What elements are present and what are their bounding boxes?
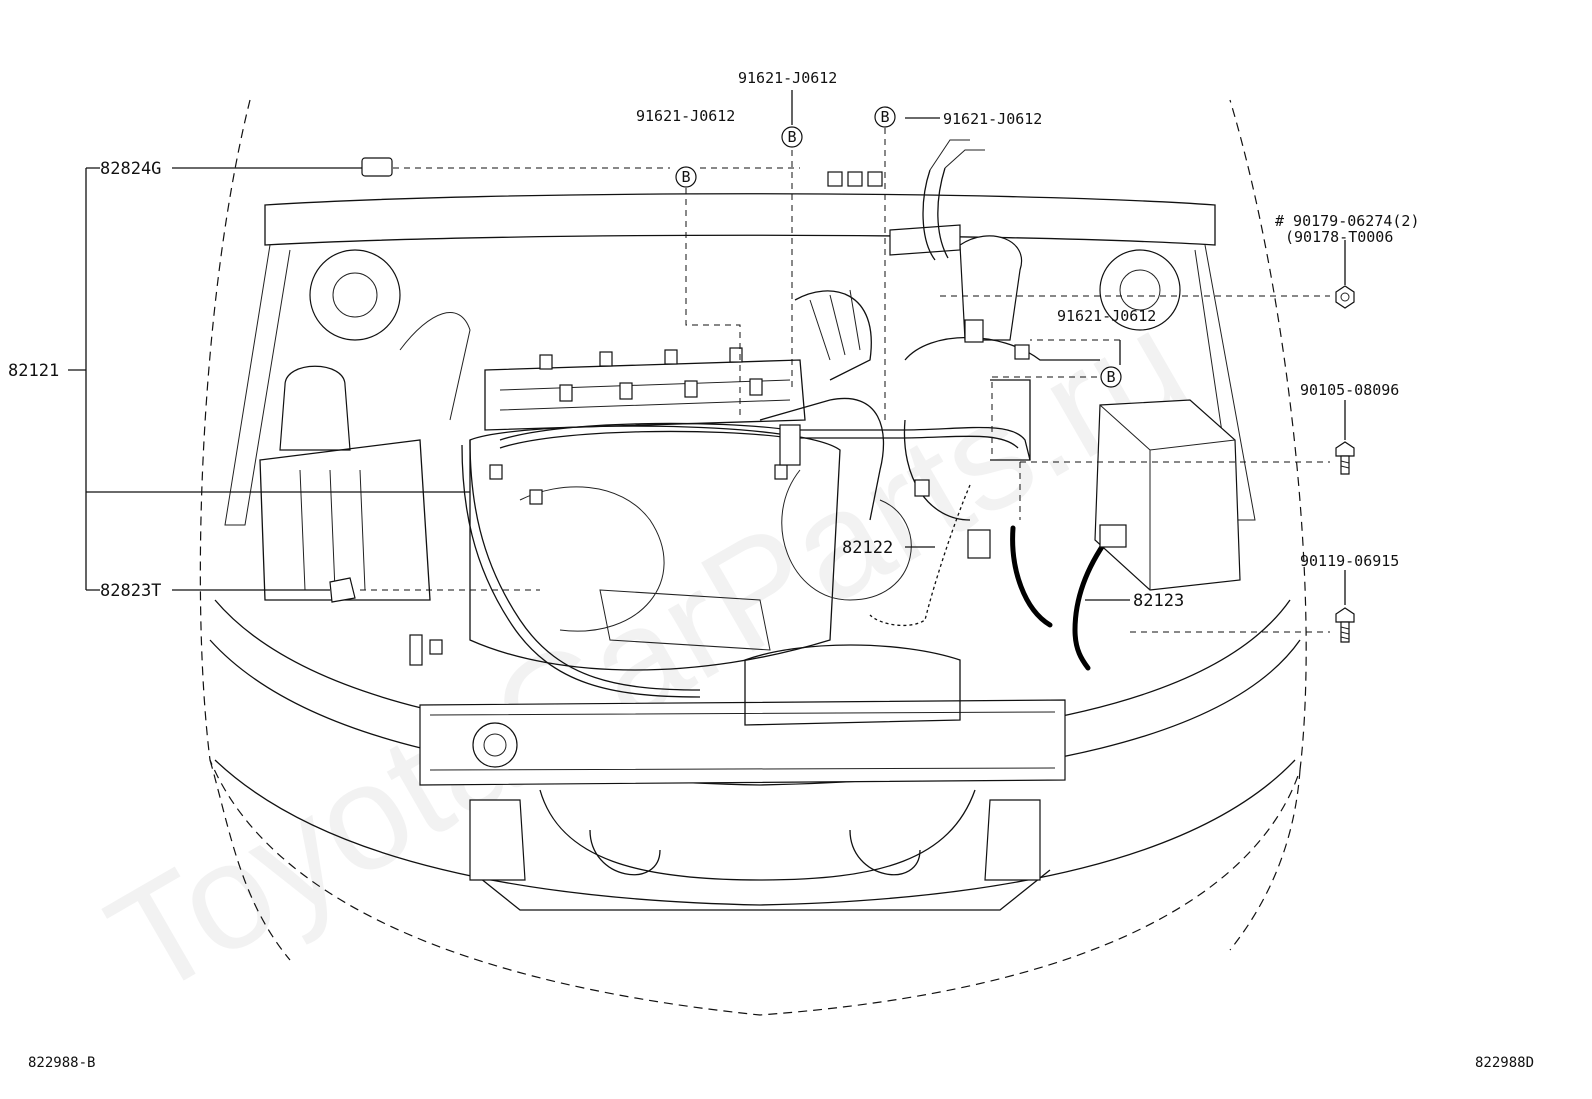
bolt-90105-icon (1335, 441, 1355, 475)
leader-lines (68, 90, 1346, 633)
svg-text:B: B (787, 128, 796, 146)
svg-text:B: B (681, 168, 690, 186)
left-strut-and-reservoir (259, 249, 471, 601)
callout-bubble-b-1: B (675, 166, 697, 188)
engine-block (469, 289, 961, 726)
label-91621-j0612-top: 91621-J0612 (738, 69, 837, 87)
callout-bubble-b-4: B (1100, 366, 1122, 388)
label-82123: 82123 (1133, 591, 1184, 611)
label-90178-t0006: (90178-T0006 (1285, 228, 1393, 246)
battery-and-fuse-box (889, 224, 1241, 591)
label-91621-j0612-left: 91621-J0612 (636, 107, 735, 125)
label-82122: 82122 (842, 538, 893, 558)
callout-bubble-b-3: B (874, 106, 896, 128)
svg-text:B: B (880, 108, 889, 126)
svg-text:B: B (1106, 368, 1115, 386)
bolt-90119-icon (1335, 607, 1355, 643)
label-90119-06915: 90119-06915 (1300, 552, 1399, 570)
label-82824g: 82824G (100, 159, 161, 179)
label-82823t: 82823T (100, 581, 161, 601)
label-90179-06274: # 90179-06274(2) (1275, 212, 1420, 230)
part-82824g-connector (361, 157, 393, 177)
label-90105-08096: 90105-08096 (1300, 381, 1399, 399)
callout-bubble-b-2: B (781, 126, 803, 148)
label-91621-j0612-lower: 91621-J0612 (1057, 307, 1156, 325)
corner-code-right: 822988D (1475, 1055, 1534, 1071)
watermark-text: ToyotaCarParts.ru (82, 278, 1213, 1028)
label-91621-j0612-right: 91621-J0612 (943, 110, 1042, 128)
part-82823t-clamp (329, 577, 356, 603)
nut-90179-icon (1335, 285, 1355, 309)
engine-wire-harness (409, 139, 1100, 698)
label-82121: 82121 (8, 361, 59, 381)
battery-cables (869, 484, 1127, 671)
corner-code-left: 822988-B (28, 1055, 95, 1071)
